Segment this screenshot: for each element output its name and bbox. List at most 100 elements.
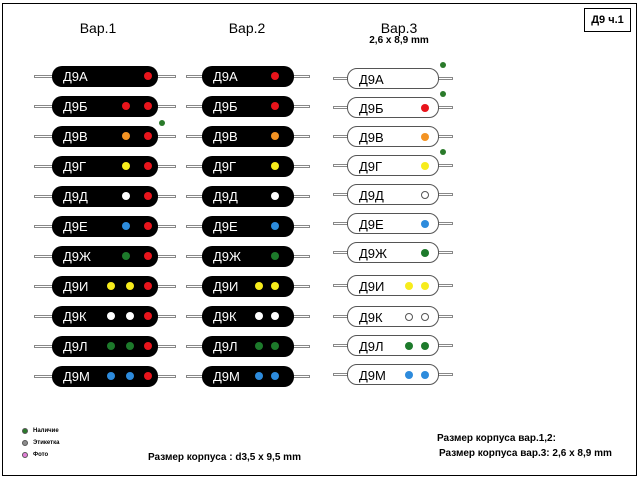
diode-label: Д9М	[63, 369, 90, 384]
color-dot-green	[271, 252, 279, 260]
diode-var2: Д9Ж	[186, 246, 310, 267]
diode-label: Д9К	[359, 310, 383, 325]
diode-var2: Д9К	[186, 306, 310, 327]
diode-body: Д9И	[347, 275, 439, 296]
diode-body: Д9Е	[52, 216, 158, 237]
diode-body: Д9И	[202, 276, 294, 297]
diode-label: Д9Е	[63, 219, 88, 234]
diode-var3: Д9М	[333, 364, 453, 385]
diode-body: Д9К	[202, 306, 294, 327]
color-dot-orange	[122, 132, 130, 140]
diode-label: Д9Ж	[359, 246, 388, 261]
color-dot-orange	[421, 133, 429, 141]
color-dot-blue	[405, 371, 413, 379]
color-dot-yellow	[122, 162, 130, 170]
legend-dot	[22, 440, 28, 446]
color-dot-green	[271, 342, 279, 350]
color-dot-red	[144, 222, 152, 230]
diode-body: Д9А	[202, 66, 294, 87]
color-dot-red	[271, 72, 279, 80]
color-dot-green	[126, 342, 134, 350]
diode-label: Д9В	[63, 129, 88, 144]
diode-var3: Д9Ж	[333, 242, 453, 263]
color-dot-white	[421, 313, 429, 321]
color-dot-white	[421, 191, 429, 199]
color-dot-yellow	[255, 282, 263, 290]
color-dot-green	[107, 342, 115, 350]
color-dot-red	[144, 252, 152, 260]
color-dot-red	[122, 102, 130, 110]
diode-label: Д9А	[63, 69, 88, 84]
column-title-var2: Вар.2	[228, 20, 266, 36]
color-dot-yellow	[421, 282, 429, 290]
diode-var2: Д9Л	[186, 336, 310, 357]
diode-label: Д9К	[63, 309, 87, 324]
diode-body: Д9Е	[202, 216, 294, 237]
color-dot-red	[144, 72, 152, 80]
page-label: Д9 ч.1	[584, 8, 631, 32]
color-dot-red	[271, 102, 279, 110]
color-dot-green	[255, 342, 263, 350]
color-dot-red	[144, 102, 152, 110]
diode-var1: Д9В	[34, 120, 176, 147]
diode-label: Д9Ж	[63, 249, 92, 264]
diode-body: Д9Е	[347, 213, 439, 234]
diode-label: Д9Е	[213, 219, 238, 234]
diode-body: Д9Л	[52, 336, 158, 357]
diode-body: Д9Д	[52, 186, 158, 207]
diode-label: Д9Д	[63, 189, 88, 204]
diode-body: Д9К	[52, 306, 158, 327]
diode-body: Д9В	[347, 126, 439, 147]
diode-label: Д9Г	[63, 159, 87, 174]
diode-body: Д9А	[52, 66, 158, 87]
diode-label: Д9Г	[213, 159, 237, 174]
diode-label: Д9Б	[63, 99, 88, 114]
diode-label: Д9А	[359, 72, 384, 87]
column-title-var1: Вар.1	[79, 20, 117, 36]
color-dot-yellow	[126, 282, 134, 290]
diode-label: Д9Б	[213, 99, 238, 114]
legend-item: Наличие	[22, 428, 59, 434]
diode-body: Д9Ж	[347, 242, 439, 263]
color-dot-blue	[271, 222, 279, 230]
diode-var1: Д9Ж	[34, 246, 176, 267]
color-dot-red	[144, 282, 152, 290]
legend-item: Этикетка	[22, 440, 59, 446]
color-dot-blue	[271, 372, 279, 380]
diode-label: Д9Б	[359, 101, 384, 116]
color-dot-blue	[421, 371, 429, 379]
diode-label: Д9Д	[213, 189, 238, 204]
legend-label: Наличие	[33, 428, 59, 434]
color-dot-red	[144, 132, 152, 140]
diode-label: Д9В	[213, 129, 238, 144]
diode-var1: Д9М	[34, 366, 176, 387]
legend-dot	[22, 452, 28, 458]
legend-dot	[22, 428, 28, 434]
diode-var3: Д9Г	[333, 149, 453, 176]
column-subtitle-var3: 2,6 x 8,9 mm	[369, 35, 429, 46]
color-dot-yellow	[271, 282, 279, 290]
note-body-size-title: Размер корпуса вар.1,2:	[437, 433, 556, 444]
availability-dot	[440, 62, 446, 68]
color-dot-red	[144, 162, 152, 170]
diode-label: Д9Л	[213, 339, 238, 354]
diode-body: Д9К	[347, 306, 439, 327]
availability-dot	[440, 91, 446, 97]
diode-var1: Д9Б	[34, 96, 176, 117]
availability-dot	[440, 149, 446, 155]
diode-body: Д9Г	[202, 156, 294, 177]
color-dot-red	[421, 104, 429, 112]
color-dot-red	[144, 372, 152, 380]
availability-dot	[159, 120, 165, 126]
diode-var1: Д9К	[34, 306, 176, 327]
color-dot-yellow	[421, 162, 429, 170]
diode-body: Д9Б	[52, 96, 158, 117]
legend-label: Этикетка	[33, 440, 60, 446]
color-dot-yellow	[405, 282, 413, 290]
diode-var2: Д9Г	[186, 156, 310, 177]
diode-body: Д9Г	[347, 155, 439, 176]
diode-var3: Д9Д	[333, 184, 453, 205]
diode-var2: Д9Д	[186, 186, 310, 207]
diode-label: Д9Е	[359, 217, 384, 232]
diode-label: Д9Г	[359, 159, 383, 174]
